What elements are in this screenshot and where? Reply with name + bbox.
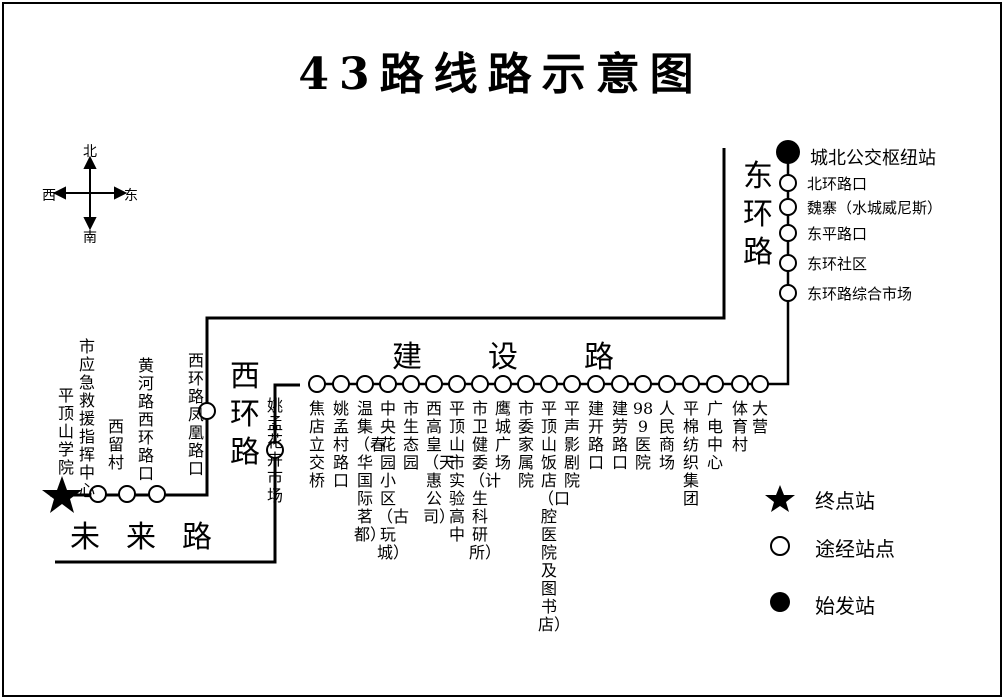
road-label-weilai: 未来路 — [70, 520, 238, 555]
road-outline-south — [55, 383, 300, 564]
legend-via-icon — [770, 536, 790, 556]
east-stop-circle — [779, 254, 797, 272]
road-stop-circle — [308, 375, 326, 393]
road-stop-circle — [658, 375, 676, 393]
west-stop-label: 西留村 — [107, 417, 124, 472]
road-stop-label: 市卫健委（计生科研所） — [469, 399, 502, 562]
road-stop-circle — [611, 375, 629, 393]
road-stop-circle — [751, 375, 769, 393]
west-stop-circle — [148, 485, 166, 503]
road-stop-circle — [266, 441, 284, 459]
origin-station-marker — [776, 140, 800, 164]
east-stop-label: 东平路口 — [807, 225, 868, 243]
stop-circles — [89, 174, 797, 503]
east-stop-label: 东环路综合市场 — [807, 285, 913, 303]
west-stop-circle — [89, 485, 107, 503]
road-stop-label: 西高皇（天惠公司） — [423, 399, 456, 526]
road-stop-label: 平顶山市实验高中 — [448, 399, 465, 544]
road-stop-circle — [332, 375, 350, 393]
road-label-east-ring: 东环路 — [743, 159, 773, 270]
road-stop-label: 平顶山饭店（口腔医院及图书店） — [538, 399, 571, 634]
end-station-marker — [42, 476, 82, 513]
west-stop-circle — [118, 485, 136, 503]
road-stop-label: 体育村 — [731, 399, 748, 454]
road-stop-label: 广电中心 — [706, 399, 723, 472]
road-stop-label: 鹰城广场 — [494, 399, 511, 472]
road-stop-circle — [634, 375, 652, 393]
road-stop-label: 市生态园 — [402, 399, 419, 472]
road-stop-label: 温集（春华国际茗都） — [354, 399, 387, 544]
road-stop-circle — [540, 375, 558, 393]
road-stop-label: 建开路口 — [587, 399, 604, 472]
compass-south-label: 南 — [83, 230, 97, 246]
road-stop-label: 焦店立交桥 — [308, 399, 325, 490]
road-stop-circle — [563, 375, 581, 393]
legend-star-icon — [765, 485, 795, 512]
road-stop-circle — [448, 375, 466, 393]
road-stop-label: 中央花园小区（古玩城） — [377, 399, 410, 562]
road-label-jianshe: 建设路 — [392, 340, 680, 375]
road-stop-circle — [379, 375, 397, 393]
legend-terminal-label: 终点站 — [815, 489, 875, 513]
legend-origin-label: 始发站 — [815, 594, 875, 618]
road-label-west-ring: 西环路 — [230, 359, 260, 470]
road-stop-circle — [425, 375, 443, 393]
legend-via-label: 途经站点 — [815, 537, 895, 561]
east-stop-label: 东环社区 — [807, 255, 868, 273]
road-stop-circle — [682, 375, 700, 393]
east-stop-label: 魏寨（水城威尼斯） — [807, 199, 943, 217]
compass-north-label: 北 — [83, 144, 97, 160]
road-stop-circle — [517, 375, 535, 393]
west-stop-circle — [198, 402, 216, 420]
road-stop-circle — [471, 375, 489, 393]
west-stop-label: 黄河路西环路口 — [137, 356, 154, 483]
road-stop-label: 大营 — [751, 399, 768, 436]
end-station-label: 平顶山学院 — [57, 386, 74, 477]
east-stop-circle — [779, 284, 797, 302]
road-stop-circle — [587, 375, 605, 393]
road-stop-circle — [402, 375, 420, 393]
road-stop-circle — [494, 375, 512, 393]
west-stop-label: 西环路凤凰路口 — [187, 351, 204, 478]
compass-west-label: 西 — [42, 188, 56, 204]
road-stop-circle — [356, 375, 374, 393]
road-stop-label: 姚孟村路口 — [332, 399, 349, 490]
west-stop-label: 市应急救援指挥中心 — [78, 337, 95, 500]
road-stop-circle — [731, 375, 749, 393]
road-stop-label: 平声影剧院 — [563, 399, 580, 490]
compass-east-label: 东 — [124, 188, 138, 204]
road-stop-label: 市委家属院 — [517, 399, 534, 490]
east-stop-circle — [779, 174, 797, 192]
road-stop-label: 平棉纺织集团 — [682, 399, 699, 508]
road-stop-label: 人民商场 — [658, 399, 675, 472]
road-stop-label: 989医院 — [632, 399, 654, 472]
compass-rose — [52, 155, 128, 231]
origin-station-label: 城北公交枢纽站 — [810, 148, 936, 169]
east-stop-label: 北环路口 — [807, 175, 868, 193]
road-stop-circle — [706, 375, 724, 393]
road-stop-label: 姚孟花卉市场 — [266, 396, 283, 505]
road-stop-label: 建劳路口 — [611, 399, 628, 472]
legend-origin-icon — [770, 592, 790, 612]
east-stop-circle — [779, 224, 797, 242]
map-title: 43路线路示意图 — [298, 49, 704, 100]
east-stop-circle — [779, 198, 797, 216]
